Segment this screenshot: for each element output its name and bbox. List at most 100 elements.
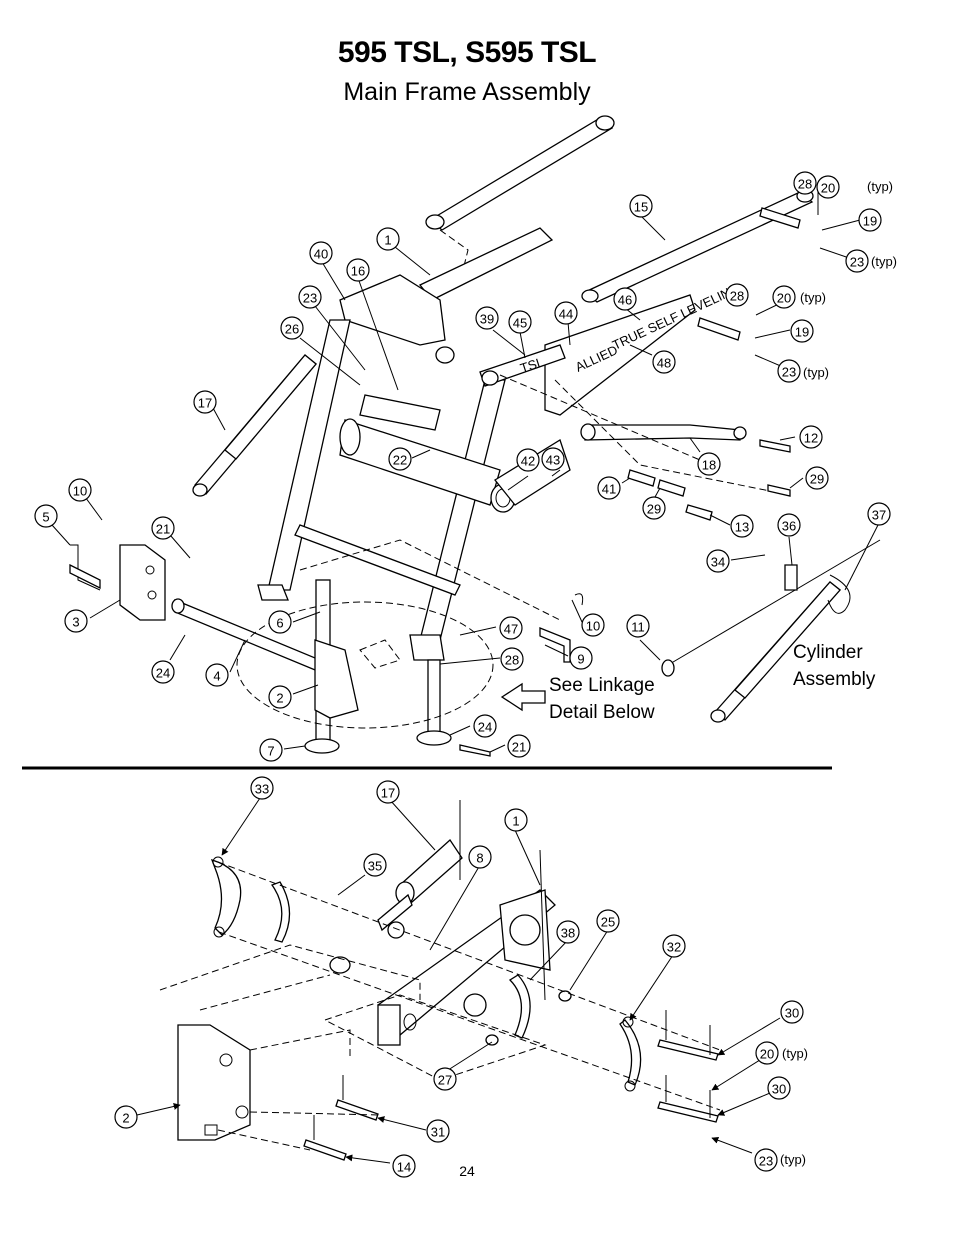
callout-1: 1 [376, 227, 400, 251]
typ-label: (typ) [871, 254, 897, 269]
linkage-detail-drawing [159, 800, 721, 1161]
callout-number: 30 [772, 1082, 786, 1097]
callout-17: 17 [193, 390, 217, 414]
callout-number: 40 [314, 247, 328, 262]
callout-46: 46 [613, 287, 637, 311]
callout-number: 28 [505, 653, 519, 668]
callout-number: 20 [777, 291, 791, 306]
callout-14: 14 [392, 1154, 416, 1178]
callout-28: 28 [725, 283, 749, 307]
leader-lines [51, 191, 879, 1164]
callout-22: 22 [388, 447, 412, 471]
callout-47: 47 [499, 616, 523, 640]
callout-23: 23 [754, 1148, 778, 1172]
typ-label: (typ) [780, 1152, 806, 1167]
callout-number: 19 [795, 325, 809, 340]
callout-1: 1 [504, 808, 528, 832]
callout-29: 29 [805, 466, 829, 490]
callout-28: 28 [500, 647, 524, 671]
callout-number: 41 [602, 482, 616, 497]
callout-15: 15 [629, 194, 653, 218]
callout-number: 1 [384, 233, 391, 248]
callout-23: 23 [298, 285, 322, 309]
callout-34: 34 [706, 549, 730, 573]
callout-number: 23 [303, 291, 317, 306]
callout-42: 42 [516, 448, 540, 472]
callout-number: 45 [513, 316, 527, 331]
callout-30: 30 [780, 1000, 804, 1024]
see-linkage-label-line2: Detail Below [549, 702, 655, 723]
callout-19: 19 [790, 319, 814, 343]
callout-32: 32 [662, 934, 686, 958]
callout-37: 37 [867, 502, 891, 526]
callout-number: 2 [276, 691, 283, 706]
callout-number: 35 [368, 859, 382, 874]
callout-number: 26 [285, 322, 299, 337]
typ-label: (typ) [782, 1046, 808, 1061]
callout-number: 16 [351, 264, 365, 279]
callout-number: 47 [504, 622, 518, 637]
callout-10: 10 [68, 478, 92, 502]
callout-number: 39 [480, 312, 494, 327]
see-linkage-label-line1: See Linkage [549, 675, 655, 696]
callout-number: 13 [735, 520, 749, 535]
cylinder-assembly-label-line2: Assembly [793, 669, 876, 690]
callout-number: 23 [759, 1154, 773, 1169]
callout-18: 18 [697, 452, 721, 476]
callout-48: 48 [652, 350, 676, 374]
cylinder-assembly-label-line1: Cylinder [793, 642, 863, 663]
page-subtitle: Main Frame Assembly [343, 78, 591, 106]
callout-24: 24 [151, 660, 175, 684]
callout-3: 3 [64, 609, 88, 633]
callout-45: 45 [508, 310, 532, 334]
page-title: 595 TSL, S595 TSL [337, 36, 597, 69]
callout-20: 20 [772, 285, 796, 309]
callout-number: 28 [798, 177, 812, 192]
callout-number: 22 [393, 453, 407, 468]
typ-label: (typ) [867, 179, 893, 194]
callout-8: 8 [468, 845, 492, 869]
typ-label: (typ) [803, 365, 829, 380]
callout-number: 29 [647, 502, 661, 517]
callout-number: 19 [863, 214, 877, 229]
callout-number: 37 [872, 508, 886, 523]
callout-19: 19 [858, 208, 882, 232]
callout-number: 17 [198, 396, 212, 411]
callout-9: 9 [569, 646, 593, 670]
callout-number: 9 [577, 652, 584, 667]
callout-number: 11 [631, 620, 645, 635]
callout-number: 30 [785, 1006, 799, 1021]
callout-number: 2 [122, 1111, 129, 1126]
callout-number: 29 [810, 472, 824, 487]
callout-44: 44 [554, 301, 578, 325]
callout-number: 28 [730, 289, 744, 304]
callout-number: 23 [782, 365, 796, 380]
callout-35: 35 [363, 853, 387, 877]
callout-36: 36 [777, 513, 801, 537]
callout-number: 10 [73, 484, 87, 499]
callout-number: 32 [667, 940, 681, 955]
callout-21: 21 [507, 734, 531, 758]
callout-number: 31 [431, 1125, 445, 1140]
callout-number: 6 [276, 616, 283, 631]
callout-23: 23 [777, 359, 801, 383]
callout-28: 28 [793, 171, 817, 195]
callout-11: 11 [626, 614, 650, 638]
callout-number: 21 [156, 522, 170, 537]
callout-40: 40 [309, 241, 333, 265]
callout-16: 16 [346, 258, 370, 282]
callout-number: 15 [634, 200, 648, 215]
callout-number: 12 [804, 431, 818, 446]
callout-number: 43 [546, 453, 560, 468]
typ-label: (typ) [800, 290, 826, 305]
typ-labels: (typ) (typ) (typ) (typ) (typ) (typ) [780, 179, 897, 1167]
callout-number: 7 [267, 744, 274, 759]
page-number: 24 [459, 1163, 475, 1179]
callout-10: 10 [581, 613, 605, 637]
callout-number: 34 [711, 555, 725, 570]
callout-number: 20 [760, 1047, 774, 1062]
callout-2: 2 [114, 1105, 138, 1129]
callout-20: 20 [755, 1041, 779, 1065]
callout-39: 39 [475, 306, 499, 330]
